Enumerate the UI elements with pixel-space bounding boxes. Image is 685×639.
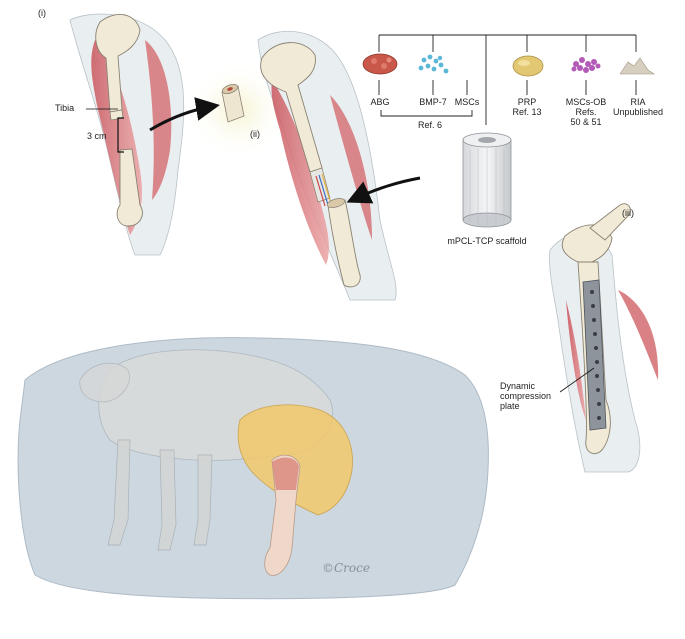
- option-prp: PRP: [517, 97, 537, 107]
- panel-label-i: (i): [38, 8, 46, 18]
- panel-label-iii: (iii): [622, 208, 634, 218]
- option-msc-ob-ref2: 50 & 51: [570, 117, 602, 127]
- artist-signature: ©Croce: [322, 561, 370, 575]
- leg-panel-iii: [549, 203, 659, 473]
- option-bmp7: BMP-7: [419, 97, 447, 107]
- options-tree: [378, 34, 637, 125]
- leg-panel-ii: [257, 30, 421, 301]
- option-prp-ref: Ref. 13: [512, 107, 542, 117]
- compression-plate: [582, 279, 607, 431]
- leg-panel-i: [69, 13, 290, 256]
- option-mscs: MSCs: [454, 97, 480, 107]
- mpcl-tcp-scaffold: [462, 132, 512, 228]
- bmp7-image: [418, 54, 449, 74]
- bone-segment: [221, 83, 245, 123]
- msc-ob-image: [571, 57, 601, 73]
- plate-label-line2: compression: [500, 391, 552, 401]
- ria-image: [619, 57, 655, 75]
- abg-graft-image: [362, 53, 398, 75]
- plate-label-line1: Dynamic: [500, 381, 536, 391]
- tibia-label: Tibia: [55, 103, 75, 113]
- sheep-surgery-scene: [17, 337, 489, 600]
- length-label: 3 cm: [87, 131, 107, 141]
- plate-label-line3: plate: [500, 401, 520, 411]
- option-msc-ob-ref: Refs.: [575, 107, 597, 117]
- prp-image: [512, 55, 544, 77]
- option-msc-ob: MSCs-OB: [565, 97, 607, 107]
- group-ref: Ref. 6: [417, 120, 442, 130]
- scaffold-label: mPCL-TCP scaffold: [447, 236, 527, 246]
- option-abg: ABG: [370, 97, 390, 107]
- option-ria: RIA: [630, 97, 646, 107]
- option-ria-ref: Unpublished: [612, 107, 664, 117]
- panel-label-ii: (ii): [250, 129, 260, 139]
